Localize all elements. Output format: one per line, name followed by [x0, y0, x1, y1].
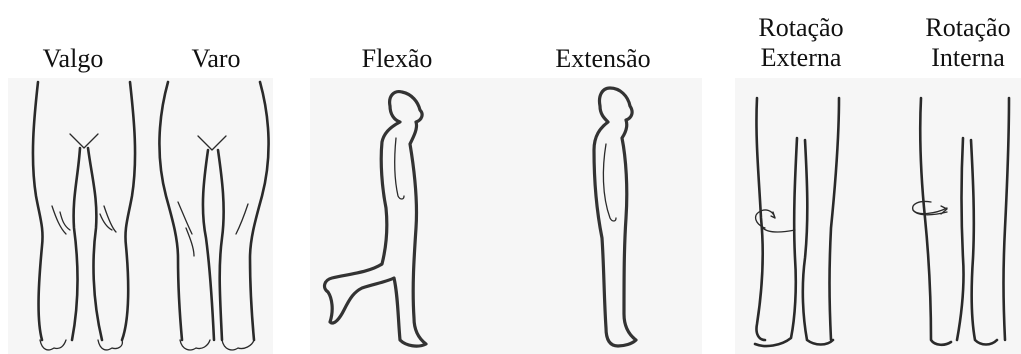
valgo-varo-drawing: [8, 78, 273, 354]
label-flexao: Flexão: [352, 44, 442, 74]
valgo-varo-svg: [8, 78, 273, 354]
varo-legs-illustration: [159, 82, 268, 350]
valgo-legs-illustration: [33, 82, 135, 350]
rotacao-drawing: [735, 78, 1021, 354]
label-valgo: Valgo: [28, 44, 118, 74]
flexao-extensao-drawing: [310, 78, 702, 354]
rotacao-externa-legs: [755, 98, 839, 346]
label-rotacao-interna: Rotação Interna: [913, 13, 1021, 73]
rotacao-svg: [735, 78, 1021, 354]
label-extensao: Extensão: [543, 44, 663, 74]
extensao-figure: [594, 88, 636, 346]
flexao-figure: [325, 92, 426, 346]
flexao-extensao-svg: [310, 78, 702, 354]
label-varo: Varo: [176, 44, 256, 74]
label-rotacao-externa: Rotação Externa: [746, 13, 856, 73]
rotacao-interna-legs: [913, 98, 1009, 345]
